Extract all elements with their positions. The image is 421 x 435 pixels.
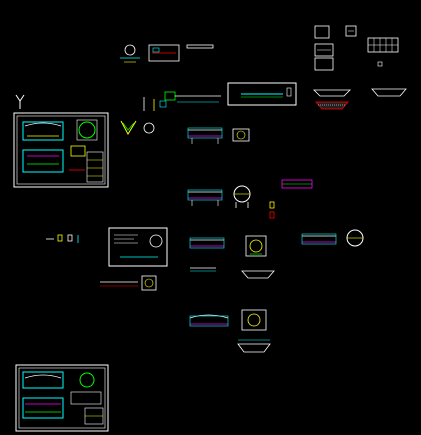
part-detail-3[interactable] [140,95,170,115]
conveyor-end-view-3[interactable] [344,228,366,250]
drive-unit-view[interactable] [244,234,268,260]
conveyor-elevation-6[interactable] [188,310,232,332]
conveyor-elevation-4[interactable] [300,230,340,250]
conveyor-end-view-1[interactable] [230,126,252,144]
part-detail-1[interactable] [118,42,144,64]
conveyor-elevation-2[interactable] [186,184,226,208]
assembly-sheet-top[interactable] [13,112,109,188]
title-block-small[interactable] [313,24,337,72]
assembly-sheet-bottom[interactable] [15,364,109,432]
shaft-line[interactable] [186,44,214,50]
conveyor-elevation-3[interactable] [188,234,228,254]
selected-view-frame[interactable] [227,82,297,106]
parts-table[interactable] [366,36,400,70]
bracket-detail[interactable] [268,200,278,220]
fastener-details[interactable] [44,232,90,246]
detail-view-frame[interactable] [108,227,168,267]
part-detail-2[interactable] [148,44,180,62]
ucs-axis-icon [15,94,25,109]
trough-section-3[interactable] [240,268,276,282]
trough-section-4[interactable] [234,336,274,356]
detail-box[interactable] [344,24,358,38]
drive-unit-view-2[interactable] [240,308,270,334]
frame-elevation-1[interactable] [163,90,223,106]
belt-section-plan[interactable] [280,176,314,192]
conveyor-plan-1[interactable] [188,264,218,274]
conveyor-elevation-5[interactable] [98,274,160,296]
conveyor-end-view-2[interactable] [230,184,254,210]
trough-section-2[interactable] [370,86,408,100]
conveyor-elevation-1[interactable] [186,124,226,146]
idler-roller-detail[interactable] [118,118,158,138]
trough-section-1[interactable] [312,86,352,112]
